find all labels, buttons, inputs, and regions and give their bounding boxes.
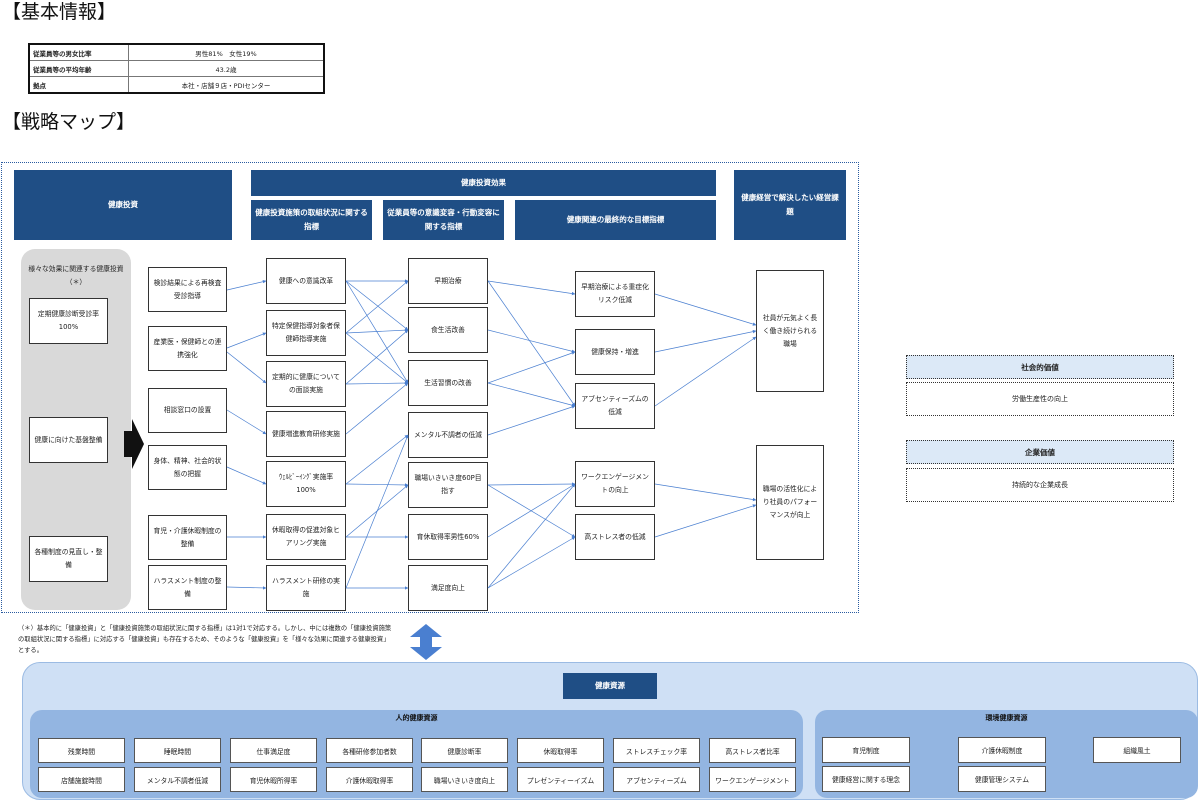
right-arrow-icon — [124, 419, 144, 469]
investment-item: ハラスメント制度の整備 — [148, 565, 227, 610]
human-resource-item: 残業時間 — [38, 738, 125, 763]
grey-item: 各種制度の見直し・整備 — [29, 536, 108, 582]
human-resource-item: プレゼンティーイズム — [517, 767, 604, 792]
header-investment: 健康投資 — [14, 170, 232, 240]
human-resource-item: 各種研修参加者数 — [326, 738, 413, 763]
investment-item: 育児・介護休暇制度の整備 — [148, 515, 227, 560]
final-metric: アブセンティーズムの低減 — [575, 383, 655, 429]
grey-panel-title: 様々な効果に関連する健康投資（＊） — [28, 265, 124, 286]
management-issue: 社員が元気よく長く働き続けられる職場 — [756, 270, 824, 392]
human-resource-item: 仕事満足度 — [230, 738, 317, 763]
human-resource-item: 休暇取得率 — [517, 738, 604, 763]
environment-resource-item: 育児制度 — [822, 737, 910, 763]
environment-resource-item: 組織風土 — [1093, 737, 1181, 763]
corporate-value-body: 持続的な企業成長 — [906, 468, 1174, 502]
social-value-header: 社会的価値 — [906, 355, 1174, 379]
initiative-metric: ハラスメント研修の実施 — [266, 565, 346, 611]
human-resource-item: 高ストレス者比率 — [709, 738, 796, 763]
grey-item: 定期健康診断受診率100% — [29, 298, 108, 344]
initiative-metric: 定期的に健康についての面談実施 — [266, 361, 346, 407]
table-row: 拠点本社・店舗９店・PDIセンター — [28, 76, 325, 94]
final-metric: ワークエンゲージメントの向上 — [575, 461, 655, 507]
behavior-metric: 生活習慣の改善 — [408, 360, 488, 406]
human-resource-item: 職場いきいき度向上 — [421, 767, 508, 792]
human-resource-item: 店舗施錠時間 — [38, 767, 125, 792]
investment-item: 産業医・保健師との連携強化 — [148, 326, 227, 371]
health-resources-title: 健康資源 — [563, 673, 657, 699]
environment-resources-title: 環境健康資源 — [985, 714, 1028, 722]
behavior-metric: 満足度向上 — [408, 565, 488, 611]
initiative-metric: 健康への意識改革 — [266, 258, 346, 304]
environment-resource-item: 介護休暇制度 — [958, 737, 1046, 763]
corporate-value-header: 企業価値 — [906, 440, 1174, 464]
investment-item: 身体、精神、社会的状態の把握 — [148, 445, 227, 490]
human-resource-item: メンタル不調者低減 — [134, 767, 221, 792]
behavior-metric: 職場いきいき度60P目指す — [408, 462, 488, 508]
initiative-metric: ｳｪﾙﾋﾞｰｲﾝｸﾞ実施率100% — [266, 461, 346, 507]
final-metric: 健康保持・増進 — [575, 329, 655, 375]
up-down-arrow-icon — [410, 624, 442, 660]
behavior-metric: 食生活改善 — [408, 307, 488, 353]
behavior-metric: 育休取得率男性60% — [408, 514, 488, 560]
final-metric: 高ストレス者の低減 — [575, 514, 655, 560]
header-final-metrics: 健康関連の最終的な目標指標 — [515, 200, 716, 240]
initiative-metric: 健康増進教育研修実施 — [266, 411, 346, 457]
social-value-body: 労働生産性の向上 — [906, 382, 1174, 416]
basic-info-heading: 【基本情報】 — [2, 1, 117, 23]
human-resource-item: 健康診断率 — [421, 738, 508, 763]
info-value: 43.2歳 — [128, 60, 325, 77]
human-resource-item: 育児休暇所得率 — [230, 767, 317, 792]
strategy-map-frame — [1, 162, 859, 613]
grey-item: 健康に向けた基盤整備 — [29, 417, 108, 463]
human-resource-item: ワークエンゲージメント — [709, 767, 796, 792]
human-resource-item: ストレスチェック率 — [613, 738, 700, 763]
footnote: （＊）基本的に「健康投資」と「健康投資施策の取組状況に関する指標」は1対1で対応… — [18, 625, 392, 654]
behavior-metric: 早期治療 — [408, 258, 488, 304]
header-behavior-metrics: 従業員等の意識変容・行動変容に関する指標 — [383, 200, 504, 240]
investment-item: 検診結果による再検査受診指導 — [148, 267, 227, 312]
human-resource-item: アブセンティーズム — [613, 767, 700, 792]
header-issues: 健康経営で解決したい経営課題 — [734, 170, 846, 240]
human-resource-item: 睡眠時間 — [134, 738, 221, 763]
final-metric: 早期治療による重症化リスク低減 — [575, 271, 655, 317]
environment-resource-item: 健康管理システム — [958, 766, 1046, 792]
info-value: 本社・店舗９店・PDIセンター — [128, 76, 325, 94]
table-row: 従業員等の男女比率男性81% 女性19% — [28, 43, 325, 61]
human-resources-title: 人的健康資源 — [395, 714, 438, 722]
environment-resource-item: 健康経営に関する理念 — [822, 766, 910, 792]
initiative-metric: 休暇取得の促進対象ヒアリング実施 — [266, 514, 346, 560]
human-resource-item: 介護休暇取得率 — [326, 767, 413, 792]
investment-item: 相談窓口の設置 — [148, 388, 227, 433]
behavior-metric: メンタル不調者の低減 — [408, 412, 488, 458]
header-effect: 健康投資効果 — [251, 170, 716, 196]
info-label: 拠点 — [28, 76, 129, 94]
initiative-metric: 特定保健指導対象者保健師指導実施 — [266, 310, 346, 356]
strategy-map-heading: 【戦略マップ】 — [2, 111, 136, 133]
header-initiative-metrics: 健康投資施策の取組状況に関する指標 — [251, 200, 372, 240]
management-issue: 職場の活性化により社員のパフォーマンスが向上 — [756, 445, 824, 560]
